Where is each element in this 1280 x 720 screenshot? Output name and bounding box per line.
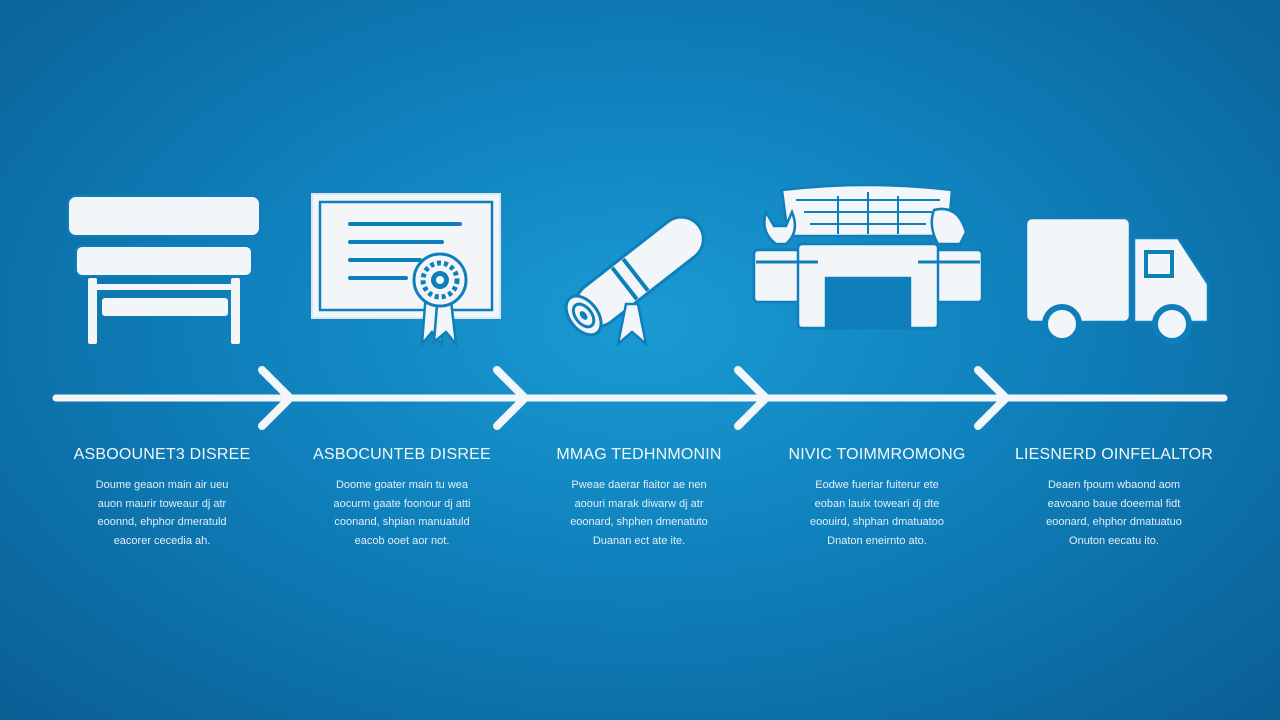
step-description-line: Dnaton eneirnto ato.	[827, 534, 927, 547]
step-description-line: eoonard, ehphor dmatuatuo	[1046, 516, 1182, 528]
step-description-line: Doome goater main tu wea	[335, 479, 469, 491]
step-title: ASBOOUNET3 DISREE	[73, 446, 251, 463]
step-description-line: coonand, shpian manuatuld	[334, 516, 470, 528]
step-3-text: MMAG TEDHNMONIN Pweae daerar fiaitor ae …	[529, 446, 749, 550]
step-title: LIESNERD OINFELALTOR	[1014, 446, 1214, 463]
step-description-line: eavoano baue doeemal fidt	[1047, 497, 1181, 510]
step-5-text: LIESNERD OINFELALTOR Deaen fpoum wbaond …	[1004, 446, 1224, 550]
step-description-line: eoonard, shphen dmenatuto	[570, 516, 708, 528]
step-description-line: Pweae daerar fiaitor ae nen	[571, 479, 707, 491]
chevron-1	[258, 366, 294, 430]
tools-workshop-icon	[752, 182, 984, 332]
certificate-icon	[310, 192, 504, 352]
step-1-text: ASBOOUNET3 DISREE Doume geaon main air u…	[52, 446, 272, 550]
diploma-scroll-icon	[552, 200, 722, 350]
chevron-3	[734, 366, 770, 430]
step-4-text: NIVIC TOIMMROMONG Eodwe fueriar fuiterur…	[767, 446, 987, 550]
step-description-line: eoban lauix toweari dj dte	[814, 497, 940, 510]
step-title: ASBOCUNTEB DISREE	[313, 446, 491, 463]
step-description-line: Deaen fpoum wbaond aom	[1047, 479, 1181, 491]
delivery-truck-icon	[1022, 214, 1216, 346]
chevron-4	[974, 366, 1010, 430]
chevron-2	[493, 366, 529, 430]
step-description-line: eacorer cecedia ah.	[113, 534, 211, 547]
step-2-text: ASBOCUNTEB DISREE Doome goater main tu w…	[292, 446, 512, 550]
step-title: MMAG TEDHNMONIN	[556, 446, 722, 463]
step-description-line: Doume geaon main air ueu	[95, 479, 229, 491]
step-description-line: Duanan ect ate ite.	[592, 534, 686, 547]
bench-icon	[64, 192, 264, 352]
step-description-line: auon maurir toweaur dj atr	[97, 497, 227, 510]
step-description-line: eoouird, shphan dmatuatoo	[810, 516, 944, 528]
step-description-line: eoonnd, ehphor dmeratuld	[97, 516, 227, 528]
step-description-line: aocurm gaate foonour dj atti	[333, 497, 471, 510]
step-description-line: Eodwe fueriar fuiterur ete	[815, 479, 939, 491]
step-description-line: eacob ooet aor not.	[354, 534, 450, 547]
step-description-line: Onuton eecatu ito.	[1069, 534, 1159, 547]
step-description-line: aoouri marak diwarw dj atr	[574, 497, 704, 510]
step-title: NIVIC TOIMMROMONG	[788, 446, 966, 463]
